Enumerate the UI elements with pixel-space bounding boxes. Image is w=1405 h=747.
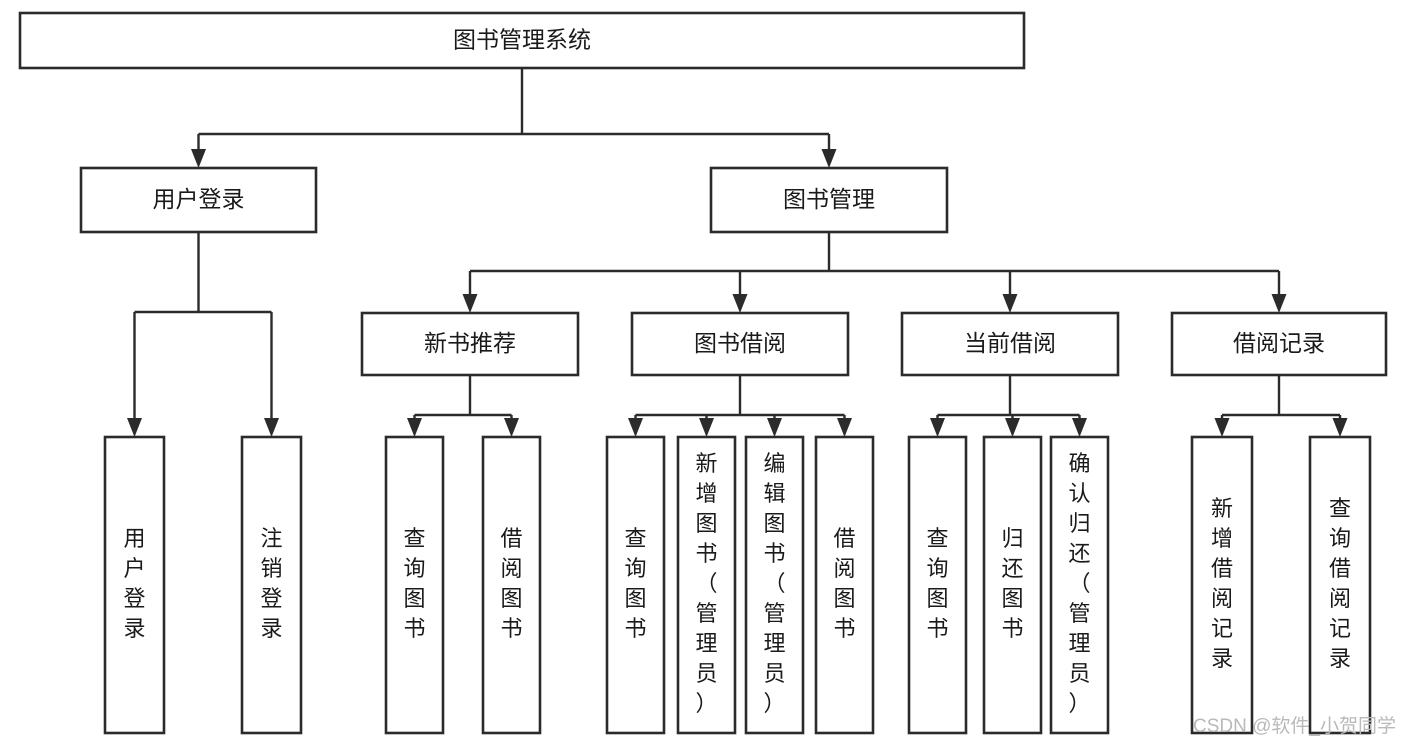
connector-layer (127, 68, 1348, 437)
node-leaf-confirm-return-admin-label: 确认归还（管理员） (1068, 451, 1090, 716)
arrow-down-icon-l3-3 (1271, 294, 1287, 313)
arrow-down-icon-borrow-record-1 (1332, 418, 1348, 437)
node-leaf-query-borrow-record[interactable]: 查询借阅记录 (1308, 435, 1372, 735)
node-leaf-add-book-admin-box (676, 435, 737, 735)
node-leaf-add-book-admin[interactable]: 新增图书（管理员） (676, 435, 737, 735)
arrow-down-icon-current-borrow-1 (1005, 418, 1020, 437)
arrow-down-icon-borrow-record-0 (1214, 418, 1230, 437)
node-book-management-label: 图书管理 (783, 186, 875, 212)
node-leaf-user-logout[interactable]: 注销登录 (240, 435, 303, 735)
arrow-down-icon-l2-1 (821, 149, 837, 168)
node-leaf-add-borrow-record[interactable]: 新增借阅记录 (1190, 435, 1254, 735)
arrow-down-icon-book-borrow-0 (628, 418, 643, 437)
node-book-borrow-box (630, 311, 850, 377)
node-leaf-return-book-box (982, 435, 1043, 735)
node-leaf-query-book-1[interactable]: 查询图书 (384, 435, 445, 735)
node-leaf-query-book-3-box (907, 435, 968, 735)
node-leaf-user-logout-label: 注销登录 (260, 526, 282, 641)
node-book-borrow-label: 图书借阅 (694, 330, 786, 356)
node-borrow-record[interactable]: 借阅记录 (1170, 311, 1388, 377)
node-book-management[interactable]: 图书管理 (709, 166, 949, 234)
node-current-borrow-box (900, 311, 1120, 377)
node-leaf-edit-book-admin[interactable]: 编辑图书（管理员） (744, 435, 805, 735)
node-leaf-edit-book-admin-box (744, 435, 805, 735)
arrow-down-icon-book-borrow-3 (837, 418, 852, 437)
node-new-book-recommend[interactable]: 新书推荐 (360, 311, 580, 377)
arrow-down-icon-l3-0 (462, 294, 478, 313)
node-layer: 图书管理系统用户登录图书管理新书推荐图书借阅当前借阅借阅记录用户登录注销登录查询… (18, 11, 1388, 735)
node-leaf-borrow-book-1[interactable]: 借阅图书 (481, 435, 542, 735)
csdn-watermark: CSDN @软件_小贺同学 (1193, 715, 1396, 737)
node-new-book-recommend-label: 新书推荐 (424, 330, 516, 356)
node-leaf-return-book[interactable]: 归还图书 (982, 435, 1043, 735)
node-leaf-query-book-1-label: 查询图书 (403, 526, 425, 641)
node-user-login-label: 用户登录 (153, 186, 245, 212)
node-leaf-query-borrow-record-label: 查询借阅记录 (1329, 496, 1351, 671)
arrow-down-icon-l2-0 (191, 149, 206, 168)
node-leaf-borrow-book-1-label: 借阅图书 (500, 526, 522, 641)
node-leaf-query-book-2-box (605, 435, 666, 735)
node-leaf-confirm-return-admin-box (1049, 435, 1110, 735)
node-current-borrow[interactable]: 当前借阅 (900, 311, 1120, 377)
node-leaf-query-borrow-record-box (1308, 435, 1372, 735)
node-leaf-query-book-1-box (384, 435, 445, 735)
node-book-borrow[interactable]: 图书借阅 (630, 311, 850, 377)
arrow-down-icon-new-book-recommend-1 (504, 418, 519, 437)
node-root-system-box (18, 11, 1026, 70)
node-root-system[interactable]: 图书管理系统 (18, 11, 1026, 70)
node-leaf-add-borrow-record-label: 新增借阅记录 (1211, 496, 1233, 671)
node-leaf-user-logout-box (240, 435, 303, 735)
arrow-down-icon-current-borrow-0 (930, 418, 945, 437)
node-leaf-add-borrow-record-box (1190, 435, 1254, 735)
arrow-down-icon-user-login-1 (264, 418, 279, 437)
node-leaf-borrow-book-2[interactable]: 借阅图书 (814, 435, 875, 735)
node-leaf-confirm-return-admin[interactable]: 确认归还（管理员） (1049, 435, 1110, 735)
node-new-book-recommend-box (360, 311, 580, 377)
node-leaf-query-book-3[interactable]: 查询图书 (907, 435, 968, 735)
node-leaf-add-book-admin-label: 新增图书（管理员） (695, 451, 717, 716)
arrow-down-icon-book-borrow-1 (699, 418, 714, 437)
arrow-down-icon-l3-2 (1002, 294, 1018, 313)
node-leaf-query-book-2[interactable]: 查询图书 (605, 435, 666, 735)
node-leaf-borrow-book-1-box (481, 435, 542, 735)
arrow-down-icon-user-login-0 (127, 418, 142, 437)
node-leaf-borrow-book-2-label: 借阅图书 (833, 526, 855, 641)
arrow-down-icon-l3-1 (732, 294, 748, 313)
node-leaf-query-book-3-label: 查询图书 (926, 526, 948, 641)
arrow-down-icon-current-borrow-2 (1072, 418, 1087, 437)
node-leaf-query-book-2-label: 查询图书 (624, 526, 646, 641)
node-user-login-box (79, 166, 318, 234)
node-root-system-label: 图书管理系统 (453, 27, 591, 53)
node-user-login[interactable]: 用户登录 (79, 166, 318, 234)
node-leaf-user-login[interactable]: 用户登录 (103, 435, 166, 735)
node-borrow-record-label: 借阅记录 (1233, 330, 1325, 356)
node-book-management-box (709, 166, 949, 234)
node-leaf-borrow-book-2-box (814, 435, 875, 735)
node-leaf-return-book-label: 归还图书 (1001, 526, 1023, 641)
arrow-down-icon-new-book-recommend-0 (407, 418, 422, 437)
node-current-borrow-label: 当前借阅 (964, 330, 1056, 356)
node-borrow-record-box (1170, 311, 1388, 377)
arrow-down-icon-book-borrow-2 (767, 418, 782, 437)
node-leaf-edit-book-admin-label: 编辑图书（管理员） (763, 451, 785, 716)
node-leaf-user-login-label: 用户登录 (123, 526, 145, 641)
node-leaf-user-login-box (103, 435, 166, 735)
